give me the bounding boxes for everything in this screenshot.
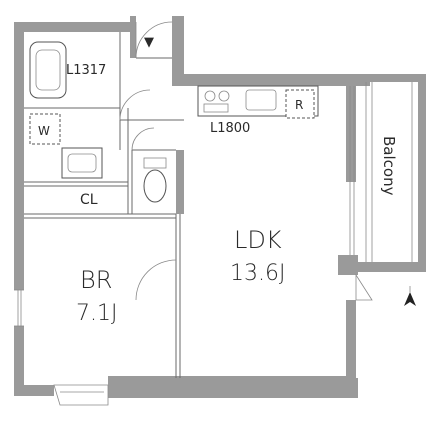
fixtures bbox=[29, 41, 319, 203]
washer-label: W bbox=[38, 124, 50, 138]
ldk-size: 13.6J bbox=[230, 261, 285, 286]
north-arrow-icon bbox=[404, 286, 416, 306]
br-name: BR bbox=[80, 266, 112, 294]
toilet bbox=[143, 169, 167, 203]
bath-size-label: L1317 bbox=[66, 63, 106, 78]
walls bbox=[14, 16, 426, 398]
doors bbox=[14, 21, 373, 406]
entrance-arrow-icon: ▼ bbox=[144, 35, 154, 50]
kitchen-size-label: L1800 bbox=[210, 121, 250, 136]
ldk-name: LDK bbox=[234, 226, 282, 254]
partitions bbox=[24, 32, 413, 378]
fridge-space bbox=[285, 89, 315, 119]
balcony-label: Balcony bbox=[380, 136, 398, 196]
closet-label: CL bbox=[80, 192, 98, 208]
fridge-label: R bbox=[295, 98, 303, 112]
br-size: 7.1J bbox=[76, 301, 117, 326]
washer-space bbox=[29, 113, 61, 145]
bathtub bbox=[29, 41, 67, 99]
wash-basin bbox=[61, 147, 103, 179]
